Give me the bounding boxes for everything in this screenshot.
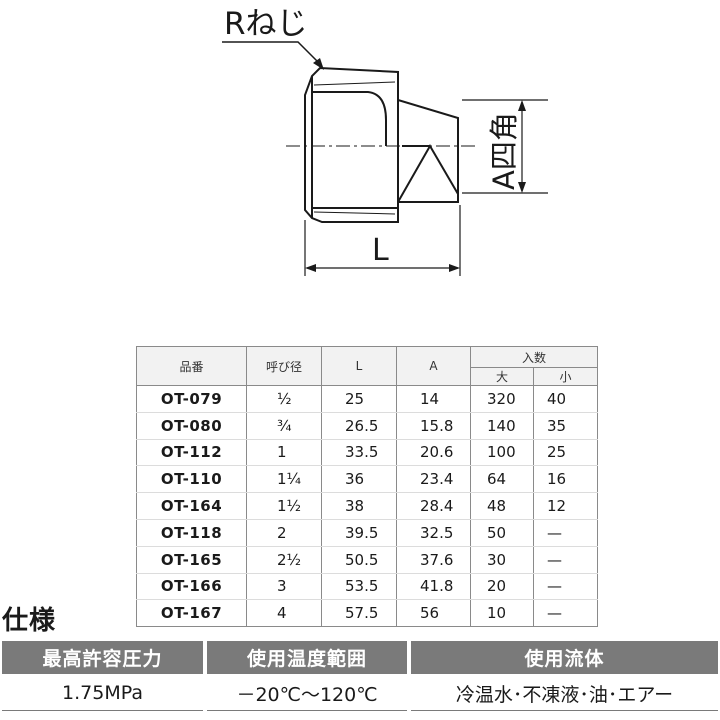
row-size: ½ [246, 385, 322, 413]
thread-label: Rねじ [224, 6, 308, 42]
row-length: 36 [321, 465, 397, 494]
row-size: ¾ [246, 412, 322, 440]
row-qty-large: 140 [470, 412, 534, 440]
row-qty-small: — [532, 546, 599, 574]
spec-heading: 仕様 [2, 606, 57, 636]
width-arrow-bottom [518, 182, 526, 193]
row-size: 2½ [246, 546, 322, 574]
row-qty-large: 50 [470, 519, 534, 547]
fitting-drawing: Rねじ L A四角 [222, 6, 548, 276]
row-across: 14 [396, 385, 471, 413]
row-length: 26.5 [321, 412, 397, 440]
row-code: OT-164 [136, 492, 247, 520]
thread-leader [222, 41, 323, 67]
row-code: OT-167 [136, 599, 247, 628]
row-qty-large: 320 [470, 385, 534, 413]
row-code: OT-079 [136, 385, 247, 413]
row-qty-large: 64 [470, 465, 534, 494]
length-arrow-right [449, 264, 460, 272]
width-dimension [462, 99, 548, 194]
row-qty-small: — [532, 599, 599, 628]
length-arrow-left [305, 264, 316, 272]
row-across: 56 [396, 599, 471, 628]
row-across: 20.6 [396, 439, 471, 467]
row-across: 28.4 [396, 492, 471, 520]
row-length: 39.5 [321, 519, 397, 547]
row-across: 41.8 [396, 573, 471, 601]
row-qty-small: 12 [532, 492, 599, 520]
row-qty-large: 10 [470, 599, 534, 628]
row-size: 4 [246, 599, 322, 628]
spec-header-temperature: 使用温度範囲 [207, 641, 407, 674]
row-length: 50.5 [321, 546, 397, 574]
row-code: OT-118 [136, 519, 247, 547]
row-qty-small: 35 [532, 412, 599, 440]
spec-header-pressure: 最高許容圧力 [2, 641, 203, 674]
row-length: 33.5 [321, 439, 397, 467]
row-size: 3 [246, 573, 322, 601]
row-qty-small: 25 [532, 439, 599, 467]
row-across: 23.4 [396, 465, 471, 494]
spec-value-temperature: －20℃～120℃ [207, 676, 407, 711]
row-qty-large: 20 [470, 573, 534, 601]
spec-header-fluid: 使用流体 [411, 641, 718, 674]
row-length: 53.5 [321, 573, 397, 601]
row-code: OT-112 [136, 439, 247, 467]
row-qty-small: — [532, 519, 599, 547]
header-qty-small: 小 [532, 367, 599, 386]
row-code: OT-110 [136, 465, 247, 494]
width-label: A四角 [487, 112, 521, 190]
length-dimension [304, 205, 461, 276]
row-length: 57.5 [321, 599, 397, 628]
header-length: L [321, 346, 397, 386]
row-size: 1¼ [246, 465, 322, 494]
thread-leader-arrow [313, 58, 324, 70]
row-across: 32.5 [396, 519, 471, 547]
width-arrow-top [518, 100, 526, 111]
row-code: OT-166 [136, 573, 247, 601]
row-size: 1 [246, 439, 322, 467]
row-code: OT-080 [136, 412, 247, 440]
row-qty-small: 40 [532, 385, 599, 413]
thread-hatch [313, 81, 396, 215]
spec-value-fluid: 冷温水･不凍液･油･エアー [411, 676, 718, 711]
spec-table: 最高許容圧力 使用温度範囲 使用流体 1.75MPa －20℃～120℃ 冷温水… [0, 641, 720, 711]
row-size: 2 [246, 519, 322, 547]
header-across: A [396, 346, 471, 386]
row-code: OT-165 [136, 546, 247, 574]
row-qty-large: 30 [470, 546, 534, 574]
row-across: 37.6 [396, 546, 471, 574]
spec-value-pressure: 1.75MPa [2, 676, 203, 711]
row-qty-small: — [532, 573, 599, 601]
row-length: 25 [321, 385, 397, 413]
row-qty-small: 16 [532, 465, 599, 494]
row-qty-large: 48 [470, 492, 534, 520]
row-qty-large: 100 [470, 439, 534, 467]
length-label: L [372, 233, 389, 268]
row-size: 1½ [246, 492, 322, 520]
header-size: 呼び径 [246, 346, 322, 386]
header-quantity: 入数 [469, 346, 599, 368]
header-qty-large: 大 [470, 367, 534, 386]
header-code: 品番 [136, 346, 247, 386]
fitting-outline [304, 66, 459, 223]
row-length: 38 [321, 492, 397, 520]
row-across: 15.8 [396, 412, 471, 440]
